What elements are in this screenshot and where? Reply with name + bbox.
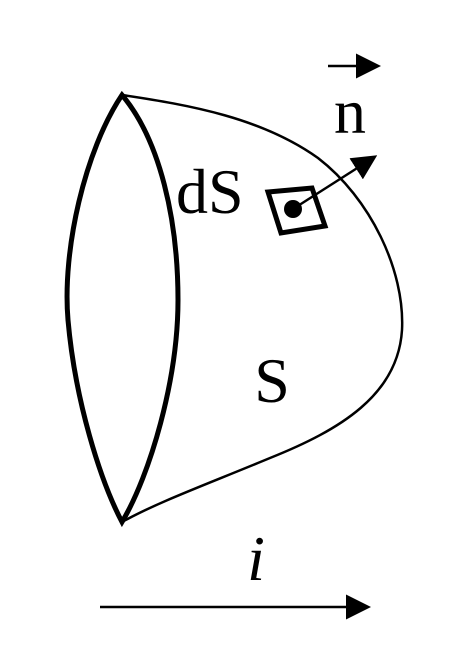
normal-vector-arrow	[292, 155, 378, 211]
surface-element-label: dS	[176, 156, 244, 227]
normal-vector-label: n	[334, 76, 366, 147]
surface-label: S	[254, 345, 290, 416]
current-label: i	[247, 523, 265, 594]
rim-ellipse	[64, 90, 181, 528]
surface-outline	[121, 93, 404, 524]
surface-element-square	[264, 185, 329, 236]
